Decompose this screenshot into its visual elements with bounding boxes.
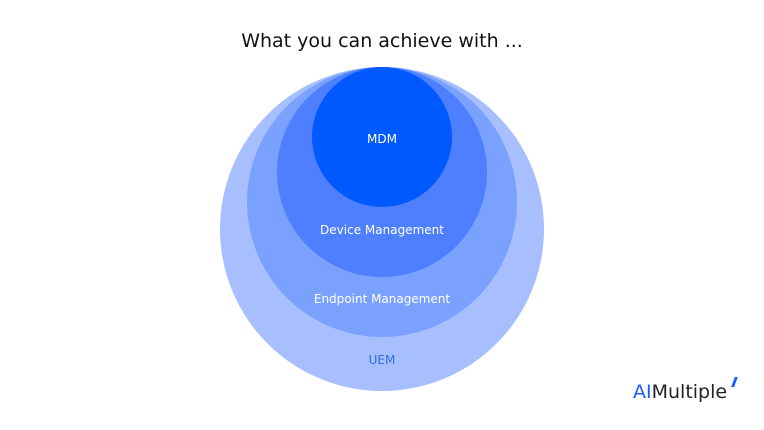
label-endpoint-management: Endpoint Management <box>314 292 451 306</box>
circle-mdm <box>312 67 452 207</box>
label-uem: UEM <box>369 353 396 367</box>
logo-suffix: Multiple <box>651 381 728 403</box>
label-device-management: Device Management <box>320 223 444 237</box>
diagram-title: What you can achieve with ... <box>241 30 523 52</box>
label-mdm: MDM <box>367 132 397 146</box>
logo-prefix: AI <box>633 381 652 403</box>
aimultiple-logo: AIMultiple <box>633 377 738 403</box>
